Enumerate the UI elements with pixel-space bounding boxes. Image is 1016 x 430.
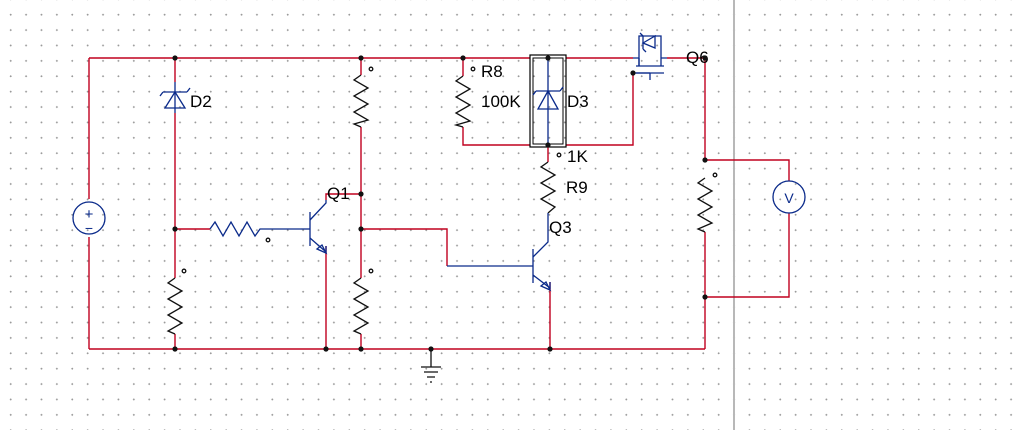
label-r8-value: 100K (481, 92, 521, 111)
label-r8: R8 (481, 62, 503, 81)
junction (172, 226, 178, 232)
junction (702, 157, 708, 163)
wire-meter-bottom[interactable] (705, 213, 790, 298)
junction (460, 55, 466, 61)
resistor-r9[interactable] (539, 152, 562, 214)
ground-icon[interactable] (421, 349, 441, 383)
junction (323, 346, 329, 352)
transistor-q3[interactable] (447, 213, 552, 292)
label-d3: D3 (567, 92, 589, 111)
junction (428, 346, 434, 352)
resistor-q1-base[interactable] (209, 220, 301, 243)
junction (358, 226, 364, 232)
wire-q1-collector[interactable] (325, 193, 361, 200)
label-r9-value: 1K (567, 147, 588, 166)
voltmeter-icon[interactable]: V (772, 180, 806, 214)
junction (358, 55, 364, 61)
resistor-load[interactable] (696, 172, 718, 233)
wire-d3-to-q6[interactable] (566, 73, 634, 146)
junction (172, 346, 178, 352)
label-r9: R9 (566, 178, 588, 197)
dc-voltage-source-icon[interactable]: + − (72, 201, 106, 236)
label-q3: Q3 (549, 218, 572, 237)
zener-diode-d2[interactable] (159, 82, 191, 113)
source-plus-sign: + (85, 206, 94, 223)
junction (545, 55, 551, 61)
junction (358, 191, 364, 197)
junction (547, 346, 553, 352)
resistor-top-middle[interactable] (352, 66, 374, 128)
voltmeter-symbol: V (784, 190, 794, 206)
zener-diode-d3[interactable] (529, 54, 567, 148)
label-q6: Q6 (686, 48, 709, 67)
wire-meter-top[interactable] (705, 159, 790, 181)
label-q1: Q1 (327, 184, 350, 203)
source-minus-sign: − (85, 220, 93, 236)
junction-dots (172, 55, 708, 352)
junction (702, 55, 708, 61)
junction (358, 346, 364, 352)
wire-r8-bottom[interactable] (462, 127, 530, 146)
resistor-r8[interactable] (453, 66, 476, 128)
transistor-q1[interactable] (301, 200, 328, 255)
label-d2: D2 (190, 92, 212, 111)
junction (702, 294, 708, 300)
junction (172, 55, 178, 61)
page-boundary-line (733, 0, 735, 430)
mosfet-q6[interactable] (633, 32, 667, 80)
wire-node-to-q3[interactable] (361, 228, 448, 266)
junction (545, 142, 551, 148)
junction (630, 70, 636, 76)
resistor-bottom-middle[interactable] (352, 268, 374, 335)
resistor-bottom-left[interactable] (166, 268, 187, 335)
